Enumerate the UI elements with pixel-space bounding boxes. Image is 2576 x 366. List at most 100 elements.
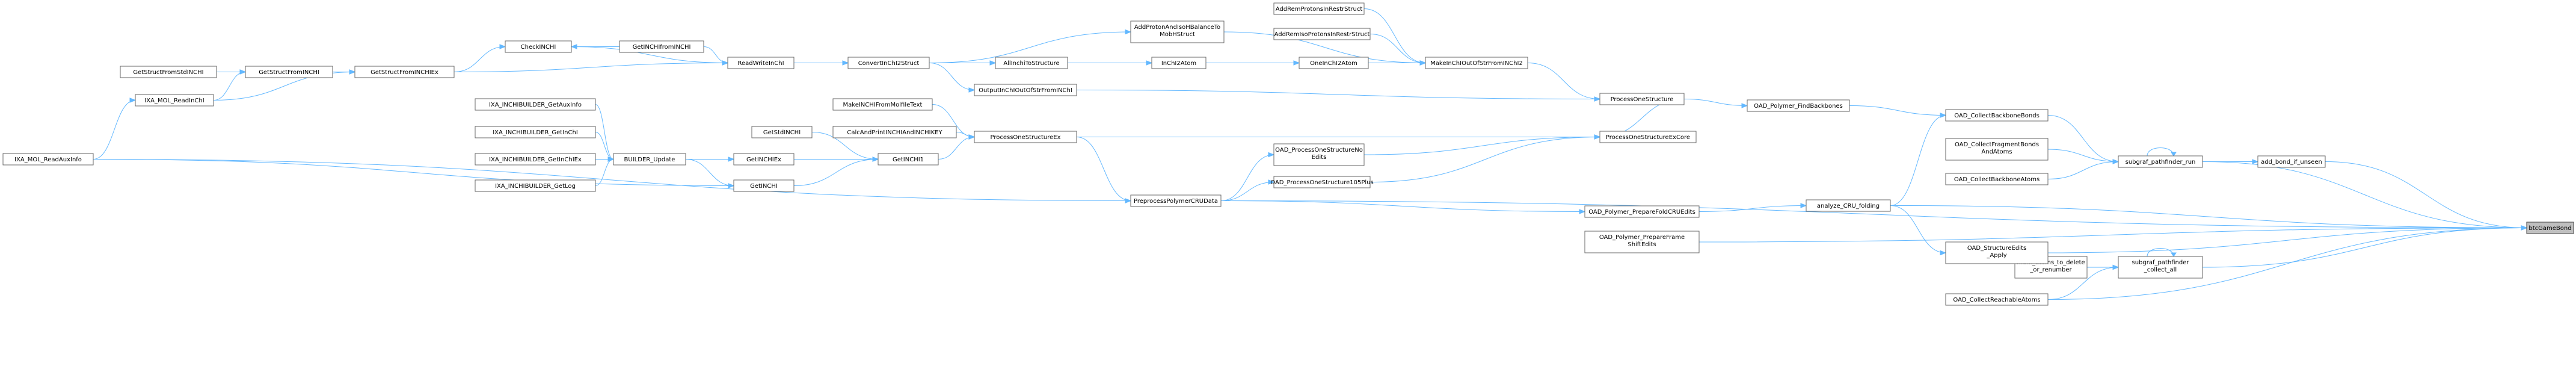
node-prepfold[interactable]: OAD_Polymer_PrepareFoldCRUEdits (1584, 205, 1700, 218)
node-label: GetINCHIEx (746, 157, 781, 163)
node-structedits[interactable]: OAD_StructureEdits_Apply (1945, 241, 2049, 264)
edge-line (571, 46, 728, 63)
node-allinchi[interactable]: AllInchiToStructure (995, 57, 1068, 69)
node-label: IXA_INCHIBUILDER_GetLog (495, 183, 576, 190)
node-markatoms[interactable]: mark_atoms_to_delete_or_renumber (2014, 256, 2088, 279)
node-getstruct[interactable]: GetStructFromINCHI (245, 66, 333, 78)
edge-line (1849, 105, 1946, 116)
node-analyzecru[interactable]: analyze_CRU_folding (1806, 199, 1891, 212)
node-box (245, 66, 333, 78)
node-ixalog[interactable]: IXA_INCHIBUILDER_GetLog (475, 179, 596, 192)
call-edge-prepfold-to-analyzecru (1698, 203, 1807, 212)
node-inchi2atom[interactable]: InChI2Atom (1151, 57, 1207, 69)
node-getstdinchi[interactable]: GetStdINCHI (751, 126, 813, 138)
node-box (120, 66, 217, 78)
node-ixainchi[interactable]: IXA_INCHIBUILDER_GetInChI (475, 126, 596, 138)
node-makefrommol[interactable]: MakeINCHIFromMolfileText (832, 98, 933, 111)
edge-line (811, 132, 879, 160)
node-box (1945, 173, 2049, 185)
node-output[interactable]: OutputInChIOutOfStrFromINChI (974, 84, 1077, 96)
call-edge-sgcollect-to-btcompare (2202, 225, 2528, 268)
node-box (733, 179, 795, 192)
edge-arrowhead (1293, 60, 1300, 66)
node-label: AddRemIsoProtonsInRestrStruct (1274, 31, 1370, 38)
edge-line (1220, 200, 2527, 228)
edge-arrowhead (1940, 250, 1947, 256)
edge-arrowhead (968, 134, 976, 140)
node-findbb[interactable]: OAD_Polymer_FindBackbones (1747, 99, 1850, 112)
node-collectreach[interactable]: OAD_CollectReachableAtoms (1945, 293, 2049, 306)
node-box (619, 40, 704, 53)
node-convert[interactable]: ConvertInChI2Struct (847, 57, 930, 69)
node-readwrite[interactable]: ReadWriteInChI (727, 57, 795, 69)
node-sgcollect[interactable]: subgraf_pathfinder_collect_all (2118, 256, 2203, 279)
edge-line (1683, 99, 1748, 106)
node-getstructex[interactable]: GetStructFromINCHIEx (354, 66, 455, 78)
node-box (1584, 231, 1700, 253)
node-readaux[interactable]: IXA_MOL_ReadAuxInfo (2, 153, 94, 166)
node-btcompare[interactable]: btcGameBond (2526, 222, 2574, 234)
node-getinchifrom[interactable]: GetINCHIfromINCHI (619, 40, 704, 53)
call-edge-ixalog-to-builder (595, 157, 615, 186)
node-label-line: AddProtonAndIsoHBalanceTo (1134, 24, 1220, 31)
edge-line (1223, 31, 1426, 63)
node-box (1273, 2, 1365, 15)
node-procex[interactable]: ProcessOneStructureEx (974, 131, 1077, 143)
node-label-line: _or_renumber (2029, 267, 2072, 273)
node-sgrun[interactable]: subgraf_pathfinder_run (2118, 155, 2203, 168)
node-calcprint[interactable]: CalcAndPrintINCHIAndINCHIKEY (832, 126, 957, 138)
node-box (1425, 57, 1528, 69)
node-getinchi[interactable]: GetINCHI (733, 179, 795, 192)
node-oneinchi[interactable]: OneInChI2Atom (1299, 57, 1369, 69)
call-edge-readaux-to-prepcru (93, 159, 1132, 203)
call-edge-sgcollect-to-sgcollect (2147, 248, 2177, 257)
node-box (2, 153, 94, 166)
call-edge-getinchifrom-to-checkinchi (570, 44, 619, 49)
call-edge-analyzecru-to-collectbb (1890, 113, 1947, 206)
node-proc105[interactable]: OAD_ProcessOneStructure105Plus (1270, 176, 1374, 188)
edge-line (1220, 200, 1585, 212)
node-box (1130, 20, 1225, 43)
node-ixaaux[interactable]: IXA_INCHIBUILDER_GetAuxInfo (475, 98, 596, 111)
node-box (475, 153, 596, 166)
node-addremiso[interactable]: AddRemIsoProtonsInRestrStruct (1273, 28, 1371, 40)
node-collectbba[interactable]: OAD_CollectBackboneAtoms (1945, 173, 2049, 185)
edge-arrowhead (989, 60, 997, 66)
node-getstructstd[interactable]: GetStructFromStdINCHI (120, 66, 217, 78)
node-getinchi1[interactable]: GetINCHI1 (878, 153, 939, 166)
call-edge-analyzecru-to-structedits (1890, 205, 1947, 256)
node-box (475, 179, 596, 192)
node-builder[interactable]: BUILDER_Update (613, 153, 686, 166)
node-makeichi[interactable]: MakeInChIOutOfStrFromINChI2 (1425, 57, 1528, 69)
node-box (995, 57, 1068, 69)
node-box (727, 57, 795, 69)
call-edge-getinchi-to-getinchi1 (793, 157, 879, 186)
node-addremp[interactable]: AddRemProtonsInRestrStruct (1273, 2, 1365, 15)
node-getinchiex[interactable]: GetINCHIEx (733, 153, 795, 166)
node-addbond[interactable]: add_bond_if_unseen (2257, 155, 2326, 168)
node-label: OAD_Polymer_FindBackbones (1754, 103, 1843, 110)
node-prepcru[interactable]: PreprocessPolymerCRUData (1130, 194, 1222, 207)
node-procone[interactable]: ProcessOneStructure (1599, 93, 1685, 105)
edge-line (1220, 182, 1274, 201)
node-box (1273, 176, 1371, 188)
node-checkinchi[interactable]: CheckINCHI (505, 40, 572, 53)
call-edge-procex-to-prepcru (1076, 137, 1132, 203)
edge-line (932, 104, 975, 137)
edge-arrowhead (1125, 29, 1132, 35)
call-edge-procone-to-findbb (1683, 99, 1748, 108)
edge-line (938, 137, 975, 160)
node-ixainchiex[interactable]: IXA_INCHIBUILDER_GetInChIEx (475, 153, 596, 166)
node-box (974, 131, 1077, 143)
node-proconeex[interactable]: ProcessOneStructureExCore (1599, 131, 1697, 143)
call-edge-builder-to-getinchi (685, 159, 735, 188)
edge-line (595, 132, 614, 160)
call-edge-inchi2atom-to-oneinchi (1206, 60, 1300, 66)
node-readinchi[interactable]: IXA_MOL_ReadInChI (135, 94, 214, 107)
node-collectbb[interactable]: OAD_CollectBackboneBonds (1945, 109, 2049, 122)
